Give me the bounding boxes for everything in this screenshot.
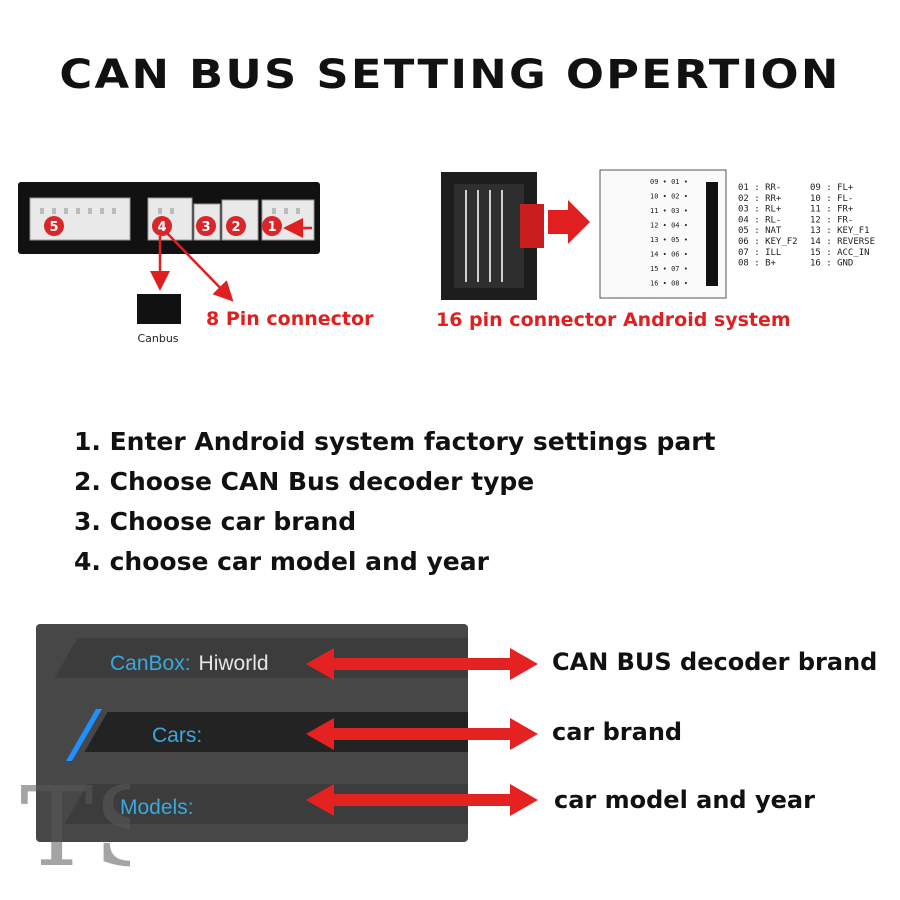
pin-face (599, 169, 727, 299)
canbox-row[interactable]: CanBox: Hiworld (110, 652, 269, 676)
connector-5-housing (29, 197, 131, 241)
canbox-value: Hiworld (198, 652, 269, 675)
plug-pin-row: 13 • 05 • (650, 236, 688, 244)
pinout-left-item: 06 : KEY_F2 (738, 237, 798, 247)
cars-row[interactable]: Cars: (152, 724, 202, 748)
connector-5-badge: 5 (44, 216, 64, 236)
pinout-left-item: 04 : RL- (738, 215, 781, 225)
canbus-label: Canbus (137, 332, 178, 345)
svg-text:2: 2 (231, 220, 240, 235)
models-annotation: car model and year (554, 786, 815, 814)
pinout-right-item: 09 : FL+ (810, 183, 854, 193)
step-item: 1. Enter Android system factory settings… (74, 427, 716, 456)
plug-pin-row: 10 • 02 • (650, 193, 688, 201)
pinout-legend: 01 : RR-02 : RR+03 : RL+04 : RL-05 : NAT… (738, 183, 875, 269)
connector-3-badge: 3 (196, 216, 216, 236)
cars-annotation: car brand (552, 718, 683, 746)
plug-pin-row: 12 • 04 • (650, 222, 688, 230)
svg-text:5: 5 (49, 220, 58, 235)
pinout-left-item: 05 : NAT (738, 226, 782, 236)
svg-text:3: 3 (201, 220, 210, 235)
pinout-right-item: 12 : FR- (810, 215, 853, 225)
step-item: 3. Choose car brand (74, 507, 357, 536)
connector-2-badge: 2 (226, 216, 246, 236)
canbox-label: CanBox: (110, 652, 191, 675)
pinout-right-item: 10 : FL- (810, 194, 853, 204)
plug-pin-row: 15 • 07 • (650, 265, 688, 273)
eight-pin-label: 8 Pin connector (206, 308, 374, 330)
pinout-left-item: 01 : RR- (738, 183, 781, 193)
cars-label: Cars: (152, 724, 203, 747)
pinout-right-item: 14 : REVERSE (810, 237, 875, 247)
plug-pin-row: 14 • 06 • (650, 251, 688, 259)
step-item: 4. choose car model and year (74, 547, 489, 576)
plug-arrow (548, 200, 590, 244)
watermark-t: TS (20, 770, 130, 891)
wiring-diagram: 5 4 3 2 1 Canbus 8 Pin connector 09 • 01… (18, 169, 875, 345)
canbus-box (137, 294, 181, 324)
steps-list: 1. Enter Android system factory settings… (74, 422, 716, 582)
step-item: 2. Choose CAN Bus decoder type (74, 467, 535, 496)
page-title: CAN BUS SETTING OPERTION (59, 52, 841, 98)
plug-pin-row: 09 • 01 • (650, 178, 688, 186)
pinout-left-item: 07 : ILL (738, 248, 781, 258)
plug-pin-numbers: 09 • 01 • 10 • 02 • 11 • 03 • 12 • 04 • 13 •… (650, 178, 688, 288)
pinout-right-item: 16 : GND (810, 259, 853, 269)
pinout-right-item: 11 : FR+ (810, 205, 854, 215)
connector-4-badge: 4 (152, 216, 172, 236)
canbox-annotation: CAN BUS decoder brand (552, 648, 878, 676)
pinout-left-item: 02 : RR+ (738, 194, 782, 204)
sixteen-pin-label: 16 pin connector Android system (436, 309, 791, 331)
pinout-right-item: 13 : KEY_F1 (810, 226, 870, 236)
pinout-left-item: 03 : RL+ (738, 205, 782, 215)
svg-text:1: 1 (267, 220, 276, 235)
connector-4-housing (147, 197, 193, 241)
plug-pin-row: 11 • 03 • (650, 207, 688, 215)
plug-latch (520, 204, 544, 248)
eight-pin-arrow (165, 231, 234, 302)
models-row[interactable]: Models: (120, 796, 194, 820)
watermark-logo: TS (20, 770, 130, 891)
pinout-left-item: 08 : B+ (738, 259, 777, 269)
plug-pin-row: 16 • 08 • (650, 280, 688, 288)
pinout-right-item: 15 : ACC_IN (810, 248, 870, 258)
svg-text:4: 4 (157, 220, 166, 235)
connector-1-badge: 1 (262, 216, 282, 236)
plug-wires (465, 190, 503, 282)
models-label: Models: (120, 796, 194, 819)
